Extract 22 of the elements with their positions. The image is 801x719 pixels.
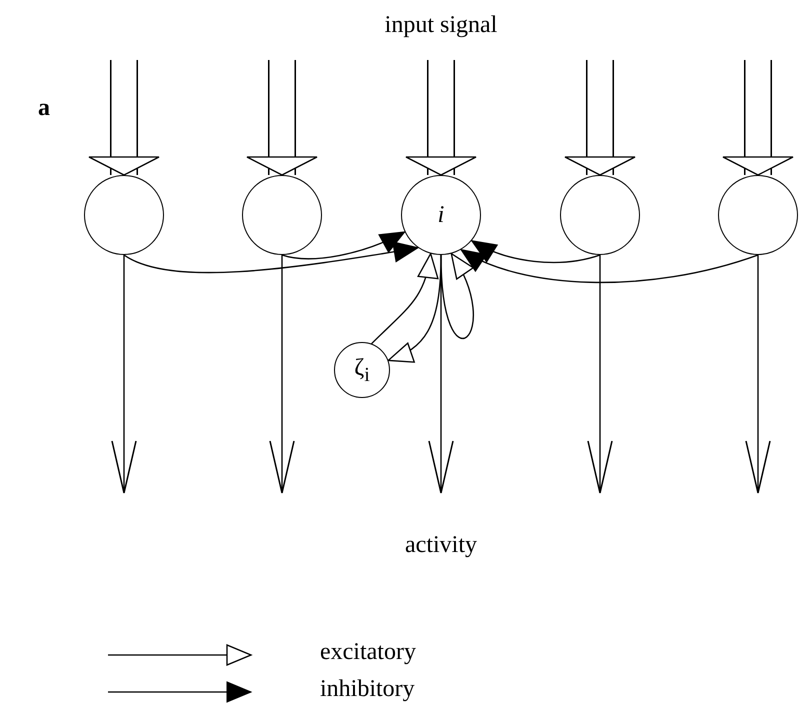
arrow — [722, 60, 794, 176]
legend-text: inhibitory — [320, 676, 415, 702]
arrow — [440, 252, 474, 339]
arrow — [269, 255, 295, 494]
node-label: ζ$_{i}$ — [354, 356, 370, 384]
arrow — [246, 60, 318, 176]
axis-caption: activity — [405, 532, 477, 558]
arrow — [371, 252, 438, 344]
arrow — [460, 249, 758, 283]
arrow — [745, 255, 771, 494]
arrow — [587, 255, 613, 494]
axis-caption: input signal — [384, 12, 498, 38]
arrow — [471, 240, 600, 264]
arrow — [405, 60, 477, 176]
arrow — [564, 60, 636, 176]
panel-letter: a — [38, 95, 50, 122]
node-label: i — [438, 203, 444, 227]
arrow — [124, 241, 419, 274]
arrow — [111, 255, 137, 494]
legend-text: excitatory — [320, 639, 416, 666]
arrow — [282, 231, 406, 260]
arrow — [88, 60, 160, 176]
